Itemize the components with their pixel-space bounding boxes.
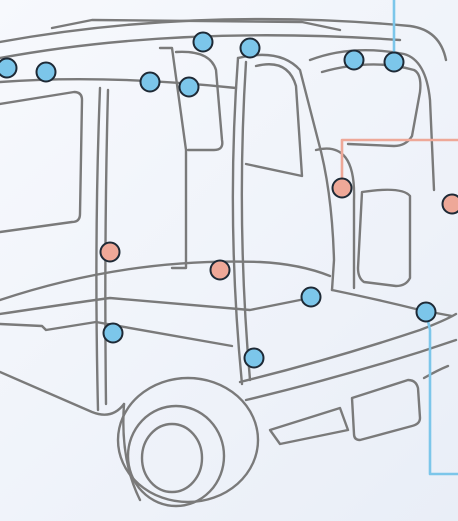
front-bumper-upper <box>240 314 456 382</box>
callout-line-salmon <box>342 140 458 188</box>
blue-marker-10[interactable] <box>417 303 436 322</box>
salmon-marker-2[interactable] <box>443 195 458 214</box>
blue-marker-4[interactable] <box>180 78 199 97</box>
salmon-marker-4[interactable] <box>211 261 230 280</box>
front-wheel-hub <box>142 424 202 492</box>
b-pillar <box>96 88 100 410</box>
blue-marker-5[interactable] <box>194 33 213 52</box>
blue-marker-7[interactable] <box>345 51 364 70</box>
salmon-marker-3[interactable] <box>101 243 120 262</box>
license-plate <box>352 380 420 440</box>
bumper-corner <box>424 366 448 378</box>
markers <box>0 33 458 368</box>
blue-marker-11[interactable] <box>104 324 123 343</box>
blue-marker-12[interactable] <box>245 349 264 368</box>
front-door-inner <box>246 64 302 176</box>
a-pillar-inner <box>242 62 250 380</box>
door-window <box>358 190 410 286</box>
blue-marker-2[interactable] <box>37 63 56 82</box>
front-bumper-lower <box>246 340 456 400</box>
blue-marker-3[interactable] <box>141 73 160 92</box>
blue-marker-6[interactable] <box>241 39 260 58</box>
floor-line <box>0 262 330 300</box>
front-frame-line <box>316 149 354 288</box>
a-pillar <box>233 58 242 384</box>
blue-marker-1[interactable] <box>0 59 17 78</box>
roof-ridge <box>0 79 236 88</box>
floor-edge <box>0 298 300 314</box>
blue-marker-8[interactable] <box>385 53 404 72</box>
wheel-arch <box>118 378 258 502</box>
rear-left-window <box>0 92 82 232</box>
blue-marker-9[interactable] <box>302 288 321 307</box>
salmon-marker-1[interactable] <box>333 179 352 198</box>
callout-line-bottom-blue <box>426 312 458 474</box>
grille-detail <box>270 408 348 444</box>
windshield-inner <box>322 64 420 146</box>
van-outline <box>0 19 456 506</box>
